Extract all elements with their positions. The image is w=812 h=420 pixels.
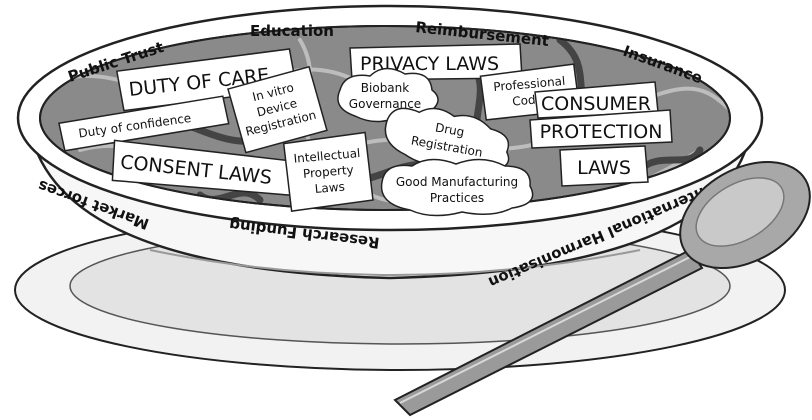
svg-text:CONSUMER: CONSUMER [541, 93, 651, 115]
svg-text:PROTECTION: PROTECTION [540, 121, 663, 143]
svg-text:Good Manufacturing: Good Manufacturing [396, 175, 518, 189]
svg-text:LAWS: LAWS [577, 157, 631, 179]
svg-text:Property: Property [302, 163, 354, 181]
svg-text:Biobank: Biobank [361, 81, 409, 95]
svg-text:Practices: Practices [430, 191, 484, 205]
item-in-vitro-device-registration: In vitro Device Registration [227, 65, 328, 154]
svg-text:Professional: Professional [493, 74, 566, 94]
item-good-manufacturing-practices: Good Manufacturing Practices [380, 158, 534, 217]
item-consumer-protection-laws: CONSUMER PROTECTION LAWS [529, 81, 673, 187]
item-biobank-governance: Biobank Governance [337, 67, 439, 123]
svg-text:Intellectual: Intellectual [293, 146, 361, 166]
svg-text:Drug: Drug [434, 120, 465, 139]
item-drug-registration: Drug Registration [384, 107, 510, 173]
rim-label-education: Education [250, 22, 334, 40]
svg-text:Laws: Laws [314, 179, 345, 196]
spoon [393, 160, 811, 417]
soup-items: DUTY OF CARE PRIVACY LAWS Biobank Govern… [58, 43, 673, 217]
item-intellectual-property-laws: Intellectual Property Laws [282, 131, 374, 213]
svg-text:Governance: Governance [349, 97, 421, 111]
